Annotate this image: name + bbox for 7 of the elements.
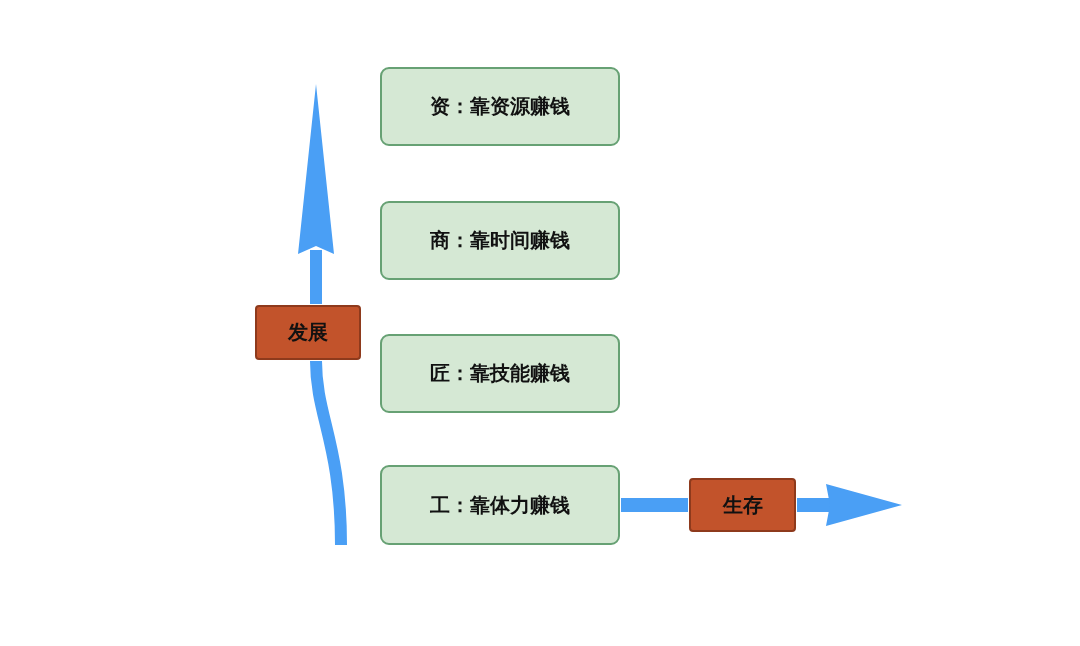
label-box: 发展	[255, 305, 361, 360]
text-box: 工：靠体力赚钱	[380, 465, 620, 545]
text-box: 资：靠资源赚钱	[380, 67, 620, 146]
text-box: 匠：靠技能赚钱	[380, 334, 620, 413]
text-box: 商：靠时间赚钱	[380, 201, 620, 280]
label-box: 生存	[689, 478, 796, 532]
arrow	[797, 484, 902, 526]
